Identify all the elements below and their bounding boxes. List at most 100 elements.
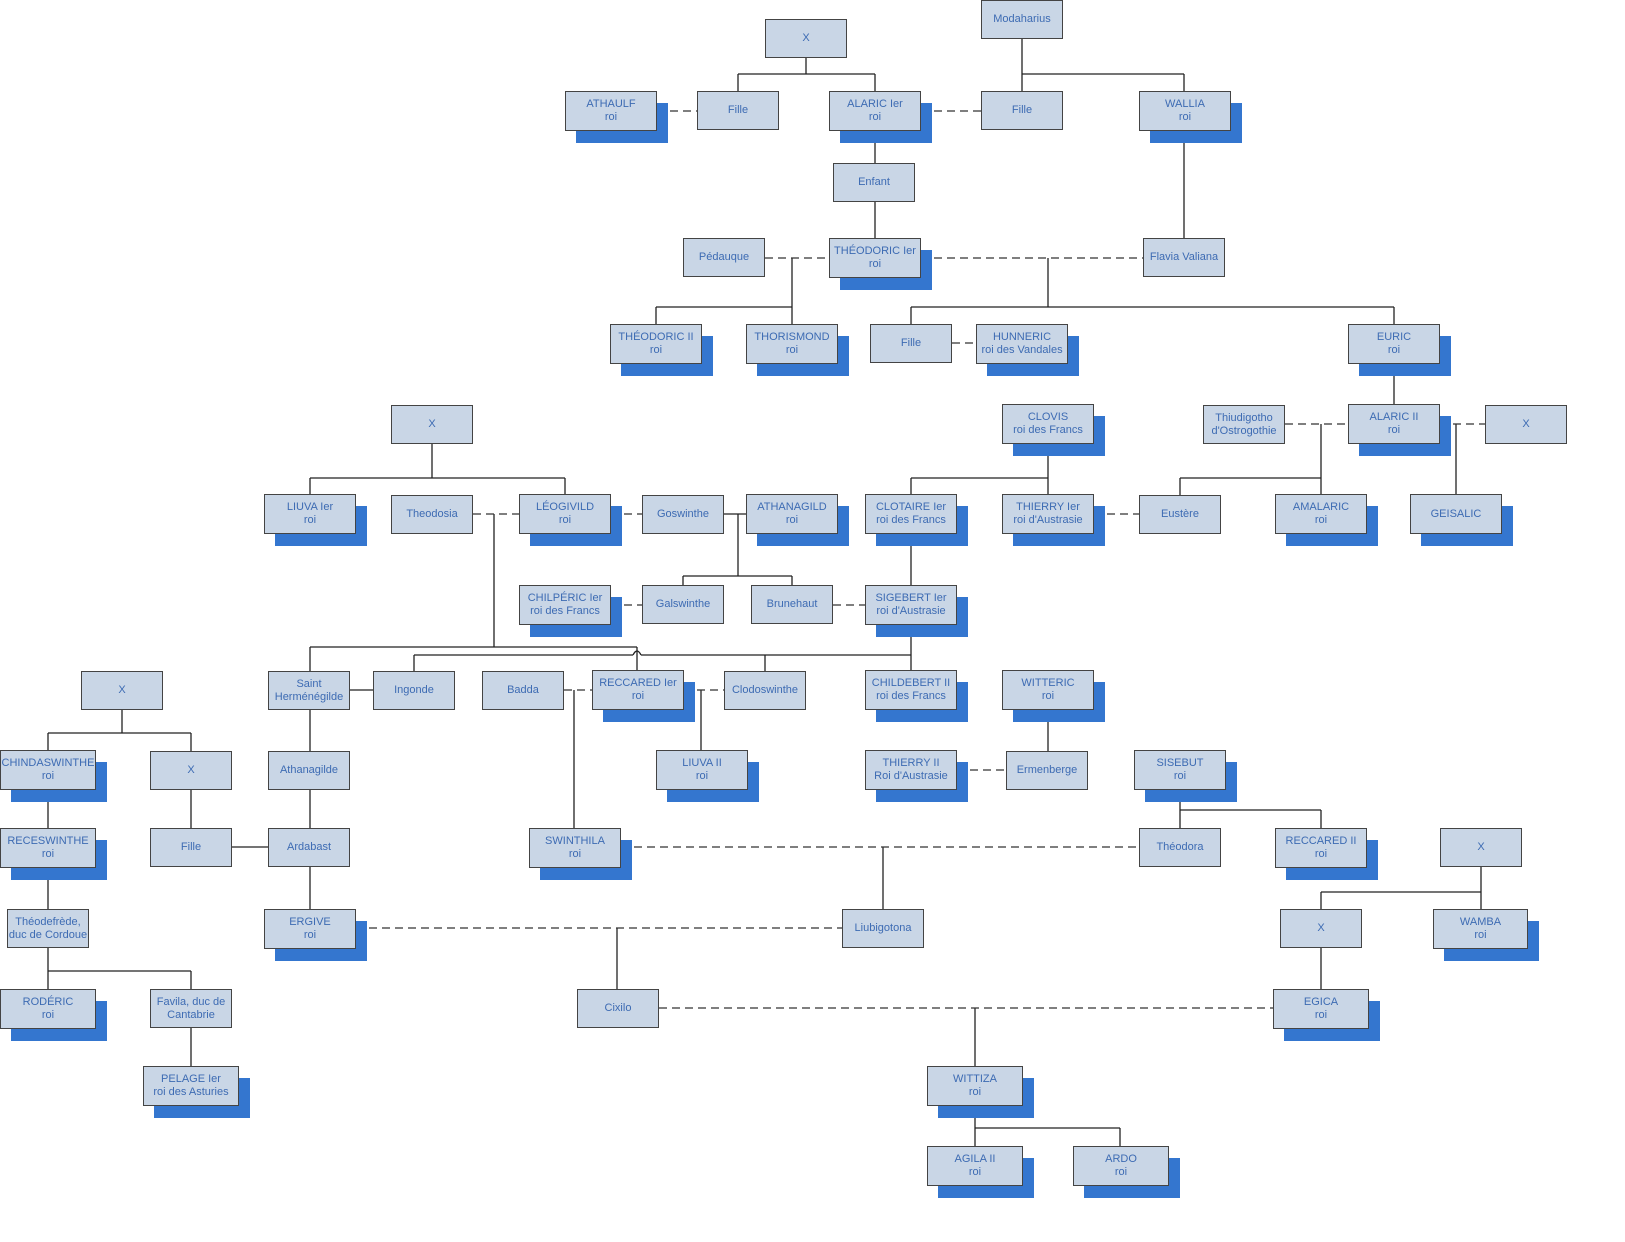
person-node-goswinthe[interactable]: Goswinthe: [642, 495, 724, 534]
person-name: EURIC: [1376, 331, 1412, 343]
person-title: roi: [785, 514, 799, 526]
person-name: THÉODORIC II: [618, 331, 694, 343]
person-title: roi: [1387, 424, 1401, 436]
person-name: ALARIC II: [1369, 411, 1419, 423]
person-node-modaharius[interactable]: Modaharius: [981, 0, 1063, 39]
person-node-x6[interactable]: X: [1440, 828, 1522, 867]
person-node-ingonde[interactable]: Ingonde: [373, 671, 455, 710]
person-node-x4[interactable]: X: [81, 671, 163, 710]
person-node-flavia[interactable]: Flavia Valiana: [1143, 238, 1225, 277]
person-node-galswinthe[interactable]: Galswinthe: [642, 585, 724, 624]
person-node-x1[interactable]: X: [765, 19, 847, 58]
person-title: roi: [868, 111, 882, 123]
person-node-geisalic[interactable]: GEISALIC: [1410, 494, 1502, 534]
person-node-x2[interactable]: X: [391, 405, 473, 444]
person-node-x5[interactable]: X: [150, 751, 232, 790]
person-node-fille3[interactable]: Fille: [870, 324, 952, 363]
person-node-cixilo[interactable]: Cixilo: [577, 989, 659, 1028]
person-node-ermenberge[interactable]: Ermenberge: [1006, 751, 1088, 790]
person-title: roi: [968, 1086, 982, 1098]
person-name: X: [1317, 922, 1325, 934]
person-node-brunehaut[interactable]: Brunehaut: [751, 585, 833, 624]
person-name: Modaharius: [993, 13, 1051, 25]
person-name: LIUVA II: [682, 757, 722, 769]
person-name: Eustère: [1161, 508, 1199, 520]
person-node-eustere[interactable]: Eustère: [1139, 495, 1221, 534]
person-name: X: [428, 418, 436, 430]
person-node-theodosia[interactable]: Theodosia: [391, 495, 473, 534]
person-title: roi des Vandales: [981, 344, 1063, 356]
person-name: X: [1522, 418, 1530, 430]
person-name: AMALARIC: [1292, 501, 1350, 513]
person-name: Thiudigotho: [1215, 411, 1273, 424]
person-node-enfant[interactable]: Enfant: [833, 163, 915, 202]
person-node-fille2[interactable]: Fille: [981, 91, 1063, 130]
person-name: Goswinthe: [657, 508, 709, 520]
person-node-theodora[interactable]: Théodora: [1139, 828, 1221, 867]
person-name: ERGIVE: [289, 916, 331, 928]
person-node-badda[interactable]: Badda: [482, 671, 564, 710]
person-node-clodoswinthe[interactable]: Clodoswinthe: [724, 671, 806, 710]
person-title: duc de Cordoue: [8, 928, 88, 941]
person-name: WAMBA: [1459, 916, 1502, 928]
person-node-pedauque[interactable]: Pédauque: [683, 238, 765, 277]
person-name: WITTIZA: [953, 1073, 997, 1085]
person-node-x7[interactable]: X: [1280, 909, 1362, 948]
person-node-fille4[interactable]: Fille: [150, 828, 232, 867]
person-title: roi d'Austrasie: [1013, 514, 1083, 526]
person-node-theodefrede[interactable]: Théodefrède,duc de Cordoue: [7, 909, 89, 948]
person-name: X: [187, 764, 195, 776]
person-title: roi: [1173, 770, 1187, 782]
person-name: THIERRY II: [882, 757, 940, 769]
person-title: roi: [1314, 514, 1328, 526]
person-title: d'Ostrogothie: [1211, 424, 1277, 437]
person-node-ardabast[interactable]: Ardabast: [268, 828, 350, 867]
person-name: Fille: [1011, 104, 1033, 116]
person-node-fille1[interactable]: Fille: [697, 91, 779, 130]
person-name: RECCARED Ier: [599, 677, 677, 689]
person-title: roi: [303, 929, 317, 941]
person-node-liubigotona[interactable]: Liubigotona: [842, 909, 924, 948]
person-node-x3[interactable]: X: [1485, 405, 1567, 444]
person-node-athanagilde[interactable]: Athanagilde: [268, 751, 350, 790]
